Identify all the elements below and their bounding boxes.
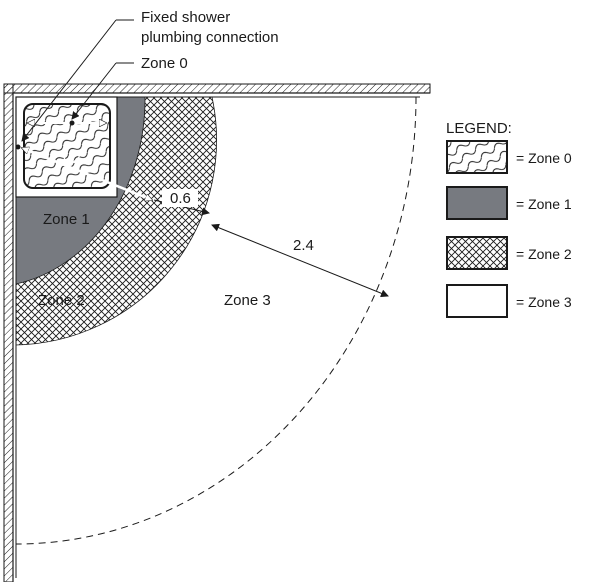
legend-title: LEGEND: <box>446 120 512 137</box>
plumbing-callout-line2: plumbing connection <box>141 29 279 46</box>
zone3-label: Zone 3 <box>224 292 271 309</box>
dim-2.4-label: 2.4 <box>293 237 314 254</box>
dim-1.2-arrow <box>22 148 152 200</box>
legend-label-zone2: = Zone 2 <box>516 246 572 262</box>
zone0-callout: Zone 0 <box>141 55 188 72</box>
legend-label-zone3: = Zone 3 <box>516 294 572 310</box>
zone2-label: Zone 2 <box>38 292 85 309</box>
zone1-label: Zone 1 <box>43 211 90 228</box>
legend: LEGEND: = Zone 0 = Zone 1 = Zone 2 = Zon… <box>446 120 572 318</box>
dim-1.2-label: 1.2 <box>60 150 81 167</box>
legend-swatch-zone2 <box>446 236 508 270</box>
legend-swatch-zone3 <box>446 284 508 318</box>
legend-swatch-zone1 <box>446 186 508 220</box>
dim-2.4-arrow <box>211 223 389 298</box>
zone0-dot <box>69 120 75 126</box>
plumbing-leader <box>21 19 117 142</box>
shower-tray <box>15 96 118 198</box>
dim-0.6-label: 0.6 <box>170 190 191 207</box>
legend-label-zone1: = Zone 1 <box>516 196 572 212</box>
legend-swatch-zone0 <box>446 140 508 174</box>
zone0-leader <box>71 62 117 120</box>
plumbing-connection-point <box>15 144 21 150</box>
legend-label-zone0: = Zone 0 <box>516 150 572 166</box>
plumbing-callout-line1: Fixed shower <box>141 9 230 26</box>
